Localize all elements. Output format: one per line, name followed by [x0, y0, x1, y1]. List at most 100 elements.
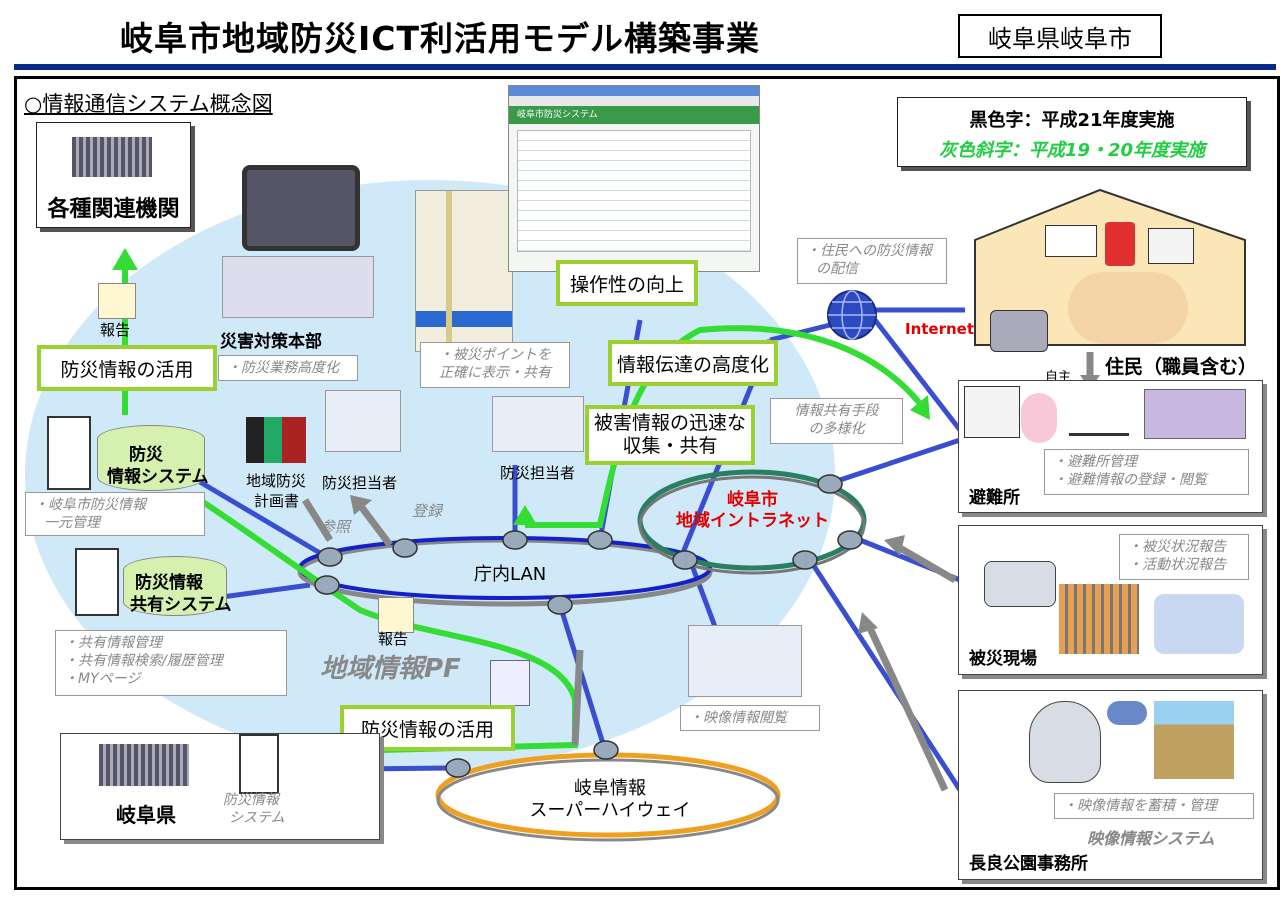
shelter-label: 避難所: [969, 488, 1020, 508]
video-view-icon: [688, 625, 802, 697]
legend-black: 黒色字：平成21年度実施: [969, 110, 1175, 131]
weather-icon: [1107, 701, 1147, 725]
legend-box: 黒色字：平成21年度実施 灰色斜字：平成19・20年度実施: [897, 97, 1247, 167]
site-note: ・被災状況報告 ・活動状況報告: [1119, 534, 1249, 580]
resident-note: ・住民への防災情報 の配信: [797, 238, 947, 284]
share-note-l2: ・共有情報検索/履歴管理: [64, 653, 223, 669]
resident-note-l1: ・住民への防災情報: [806, 243, 932, 259]
legend-green: 灰色斜字：平成19・20年度実施: [938, 140, 1206, 161]
share-note-l3: ・MYページ: [64, 671, 141, 687]
pref-building-icon: [99, 744, 189, 786]
pref-sys-l2: システム: [229, 810, 285, 826]
report-doc-icon-1: [98, 283, 136, 319]
header-rule: [14, 64, 1276, 70]
bousai-system-l2: 情報システム: [107, 467, 209, 487]
rescue-team-icon: [1154, 594, 1244, 654]
intranet-l1: 岐阜市: [727, 490, 778, 510]
tv-monitor-icon: [242, 165, 360, 251]
server-icon-1: [47, 416, 91, 490]
officer-label-2: 防災担当者: [500, 464, 576, 482]
plan-label-l2: 計画書: [254, 492, 300, 510]
bousai-system-cylinder: [97, 425, 205, 491]
site-label: 被災現場: [969, 649, 1037, 669]
agencies-label: 各種関連機関: [47, 197, 180, 222]
park-panel: ・映像情報を蓄積・管理 映像情報システム 長良公園事務所: [958, 690, 1263, 880]
mail-icon: [1045, 225, 1097, 257]
pref-server-icon: [239, 734, 279, 794]
landslide-icon: [1154, 701, 1234, 779]
park-note: ・映像情報を蓄積・管理: [1054, 793, 1254, 819]
pref-label: 岐阜県: [116, 803, 176, 827]
camcorder-icon: [984, 561, 1056, 607]
report-label-2: 報告: [378, 630, 409, 648]
shelter-note: ・避難所管理 ・避難情報の登録・閲覧: [1044, 449, 1249, 495]
highway-l2: スーパーハイウェイ: [529, 800, 691, 821]
meeting-room-icon: [222, 256, 374, 318]
shelter-pc-icon: [964, 386, 1020, 438]
officer-pc-icon-2: [492, 396, 584, 452]
collapsed-building-icon: [1059, 584, 1139, 654]
web-doc-icon: [490, 660, 530, 706]
damage-label: 被害情報の迅速な 収集・共有: [585, 405, 755, 465]
use-info-label-1: 防災情報の活用: [37, 345, 217, 391]
share-system-l2: 共有システム: [130, 595, 232, 615]
pref-box: 岐阜県 防災情報 システム: [60, 733, 380, 840]
report-arrows: [302, 352, 1094, 792]
officer-pc-icon-1: [325, 390, 401, 452]
ops-label: 操作性の向上: [556, 260, 698, 306]
map-note-l1: ・被災ポイントを: [439, 347, 551, 363]
school-icon: [1144, 389, 1246, 439]
shelter-note-l2: ・避難情報の登録・閲覧: [1053, 472, 1207, 488]
app-screenshot: 岐阜市防災システム: [508, 85, 760, 272]
report-label-1: 報告: [100, 321, 131, 339]
intranet-l2: 地域イントラネット: [676, 511, 829, 531]
share-system-l1: 防災情報: [135, 573, 203, 593]
reg-label: 登録: [412, 502, 443, 520]
bousai-system-note: ・岐阜市防災情報 一元管理: [25, 492, 205, 536]
plan-label-l1: 地域防災: [246, 472, 307, 490]
resident-faces-icon: [1068, 272, 1188, 344]
server-icon-2: [75, 548, 119, 616]
damage-l2: 収集・共有: [622, 435, 718, 457]
site-note-l1: ・被災状況報告: [1128, 539, 1226, 555]
lan-label: 庁内LAN: [474, 564, 547, 585]
residents-label: 住民（職員含む）: [1105, 356, 1258, 378]
pf-bubble: [25, 180, 835, 770]
share-system-note: ・共有情報管理 ・共有情報検索/履歴管理 ・MYページ: [55, 630, 287, 696]
app-title: 岐阜市防災システム: [509, 106, 759, 124]
diagram-subtitle: ○情報通信システム概念図: [24, 92, 273, 116]
video-view-note: ・映像情報閲覧: [680, 705, 820, 731]
map-note: ・被災ポイントを 正確に表示・共有: [420, 342, 570, 388]
diagram-frame: [14, 76, 1280, 890]
map-note-l2: 正確に表示・共有: [439, 365, 551, 381]
park-system-label: 映像情報システム: [1087, 829, 1215, 848]
comm-note-l2: の多様化: [808, 421, 865, 437]
desk-phone-icon: [990, 310, 1048, 352]
ref-label: 参照: [320, 518, 351, 536]
shelter-note-l1: ・避難所管理: [1053, 454, 1137, 470]
map-screenshot: [415, 190, 513, 352]
internet-label: Internet: [905, 320, 975, 338]
hq-note: ・防災業務高度化: [218, 355, 358, 381]
resident-note-l2: の配信: [816, 261, 858, 277]
pc-icon-house: [1148, 228, 1194, 264]
share-note-l1: ・共有情報管理: [64, 635, 162, 651]
park-label: 長良公園事務所: [969, 854, 1088, 874]
hq-label: 災害対策本部: [220, 332, 322, 352]
highway-label: 岐阜情報 スーパーハイウェイ: [520, 778, 700, 822]
adv-label: 情報伝達の高度化: [608, 340, 778, 386]
building-icon: [72, 137, 152, 177]
dome-camera-icon: [1029, 701, 1101, 783]
bousai-note-l2: 一元管理: [44, 515, 100, 531]
city-badge: 岐阜県岐阜市: [958, 14, 1162, 58]
phone-red-icon: [1105, 222, 1135, 266]
share-system-cylinder: [123, 556, 227, 616]
highway-l1: 岐阜情報: [574, 778, 646, 799]
shelter-person-icon: [1021, 393, 1057, 443]
comm-note: 情報共有手段 の多様化: [770, 398, 903, 444]
bousai-system-l1: 防災: [129, 445, 163, 465]
binders-icon: [246, 417, 306, 463]
officer-label-1: 防災担当者: [322, 474, 398, 492]
pref-sys-l1: 防災情報: [223, 792, 279, 808]
report-doc-icon-2: [378, 597, 414, 633]
